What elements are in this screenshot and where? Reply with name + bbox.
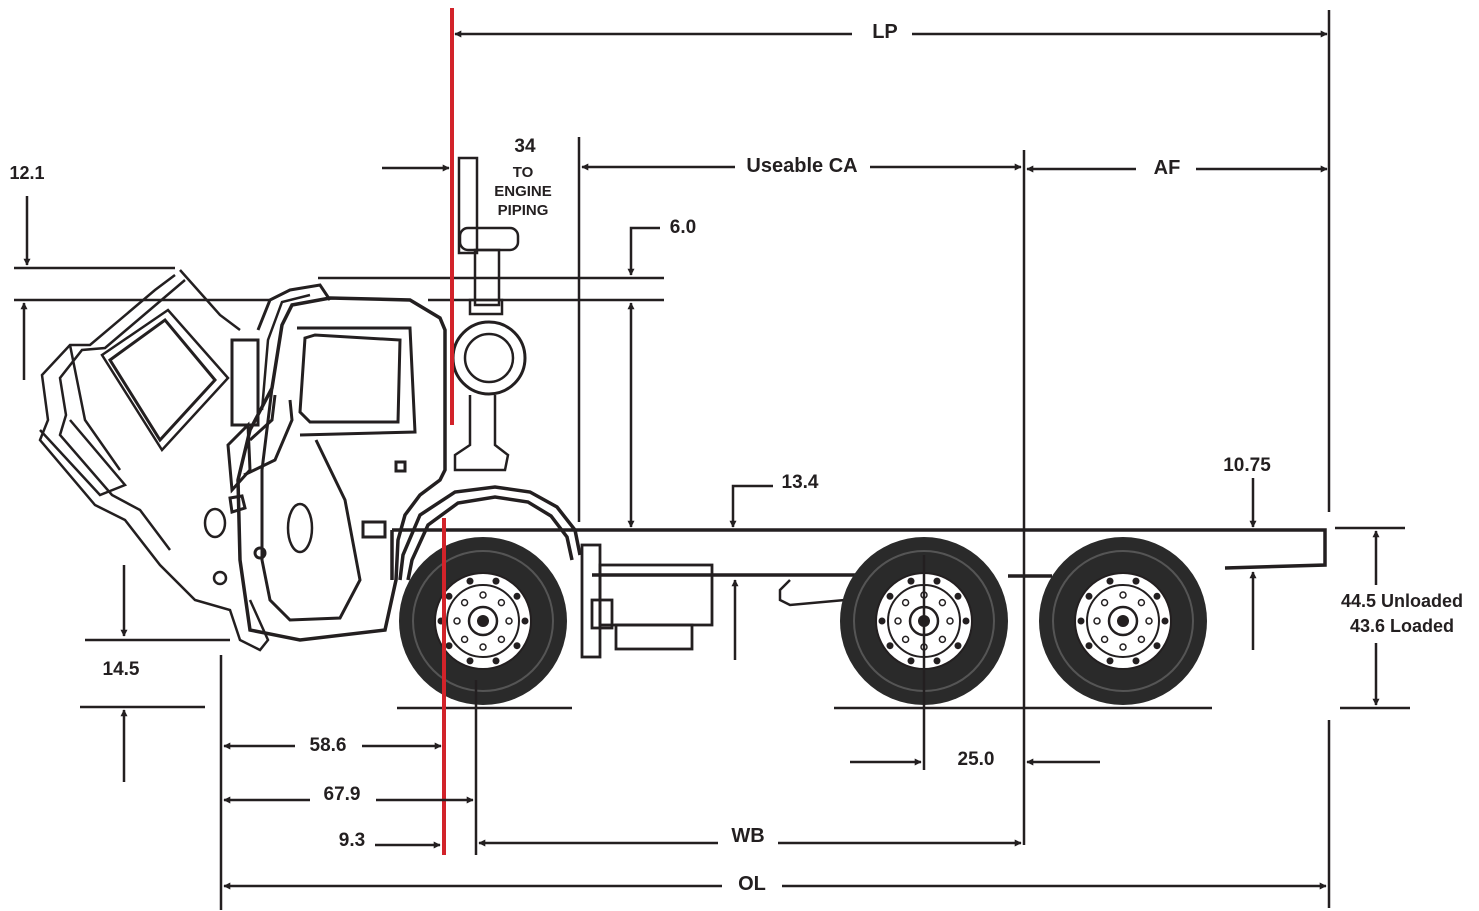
mirror: [260, 293, 311, 411]
rear-wheel-2: [1039, 537, 1207, 705]
hub-bolt: [901, 635, 910, 644]
lug-nut: [513, 642, 521, 650]
hub-bolt: [460, 598, 469, 607]
label-lp: LP: [872, 21, 898, 43]
lug-nut: [1106, 577, 1114, 585]
label-34: 34: [514, 136, 536, 157]
lug-nut: [1132, 657, 1140, 665]
label-43-6-loaded: 43.6 Loaded: [1350, 616, 1454, 636]
lug-nut: [1085, 642, 1093, 650]
dimension-labels: LP Useable CA AF 34 TO ENGINE PIPING 12.…: [9, 21, 1463, 895]
lug-nut: [445, 592, 453, 600]
lug-nut: [492, 657, 500, 665]
hub-bolt: [1119, 591, 1127, 599]
ground-lines: [80, 705, 1410, 710]
lug-nut: [445, 642, 453, 650]
cab: [226, 283, 447, 642]
lug-nut: [933, 577, 941, 585]
lug-nut: [933, 657, 941, 665]
frame-rail: [390, 528, 1327, 580]
front-fender: [398, 485, 582, 581]
lug-nut: [907, 577, 915, 585]
lug-nut: [886, 642, 894, 650]
label-engine-piping-piping: PIPING: [498, 202, 549, 219]
label-44-5-unloaded: 44.5 Unloaded: [1341, 591, 1463, 611]
label-engine-piping-engine: ENGINE: [494, 183, 552, 200]
hub-bolt: [1119, 643, 1127, 651]
hub-bolt: [460, 635, 469, 644]
hub-bolt: [479, 591, 487, 599]
lug-nut: [466, 657, 474, 665]
hub-bolt: [946, 617, 954, 625]
label-useable-ca: Useable CA: [746, 155, 857, 177]
lug-nut: [1153, 592, 1161, 600]
label-67-9: 67.9: [324, 784, 361, 805]
lug-nut: [954, 642, 962, 650]
lug-nut: [521, 617, 529, 625]
hub-bolt: [453, 617, 461, 625]
hub-bolt: [901, 598, 910, 607]
lug-nut: [886, 592, 894, 600]
label-af: AF: [1154, 157, 1181, 179]
hub-bolt: [1137, 598, 1146, 607]
label-10-75: 10.75: [1223, 455, 1271, 476]
lug-nut: [907, 657, 915, 665]
lug-nut: [492, 577, 500, 585]
lug-nut: [513, 592, 521, 600]
label-25-0: 25.0: [958, 749, 995, 770]
hub-bolt: [505, 617, 513, 625]
hub-bolt: [1100, 598, 1109, 607]
hub-bolt: [1100, 635, 1109, 644]
hub-bolt: [1145, 617, 1153, 625]
fuel-tank: [580, 543, 714, 659]
label-wb: WB: [731, 825, 764, 847]
label-engine-piping-to: TO: [513, 164, 534, 181]
tilted-cab-outline: [38, 269, 270, 652]
hub-bolt: [894, 617, 902, 625]
wheel-lug-nuts: [437, 577, 1169, 665]
label-ol: OL: [738, 873, 766, 895]
lug-nut: [1161, 617, 1169, 625]
lug-nut: [1085, 592, 1093, 600]
lug-nut: [1106, 657, 1114, 665]
lug-nut: [954, 592, 962, 600]
dimension-arrows: [20, 30, 1380, 890]
lug-nut: [1077, 617, 1085, 625]
hub-bolt: [497, 598, 506, 607]
lug-nut: [1132, 577, 1140, 585]
hub-bolt: [497, 635, 506, 644]
hub-bolt: [938, 598, 947, 607]
lug-nut: [878, 617, 886, 625]
lug-nut: [1153, 642, 1161, 650]
label-12-1: 12.1: [9, 163, 44, 183]
rear-hanger: [778, 579, 846, 607]
hub-bolt: [1137, 635, 1146, 644]
label-9-3: 9.3: [339, 830, 365, 851]
hub-bolt: [479, 643, 487, 651]
label-14-5: 14.5: [103, 659, 140, 680]
extension-lines: [14, 10, 1405, 910]
hub-bolt: [938, 635, 947, 644]
label-58-6: 58.6: [310, 735, 347, 756]
lug-nut: [962, 617, 970, 625]
label-6-0: 6.0: [670, 217, 696, 238]
label-13-4: 13.4: [782, 472, 819, 493]
lug-nut: [466, 577, 474, 585]
hub-bolt: [1093, 617, 1101, 625]
front-wheel: [399, 537, 567, 705]
